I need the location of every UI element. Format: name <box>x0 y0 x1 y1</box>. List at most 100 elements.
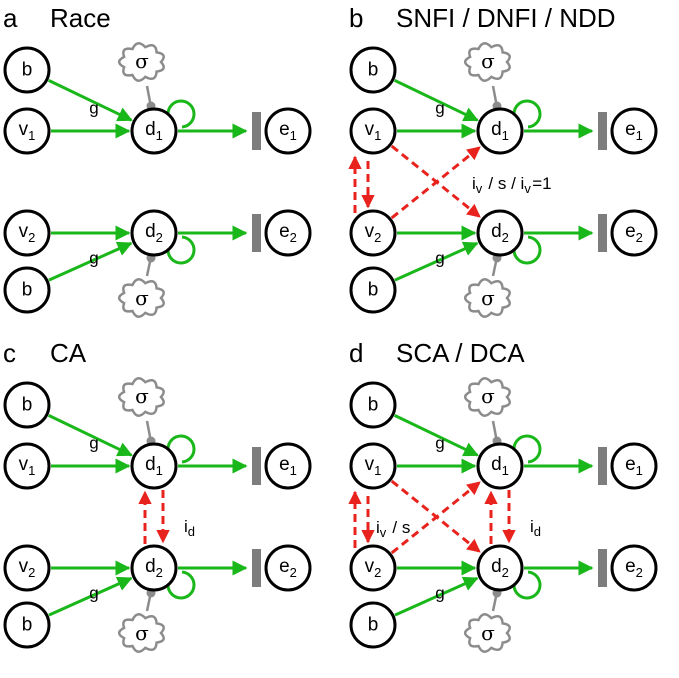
gain-label: g <box>435 99 444 118</box>
inhibition-label-d-i: i <box>184 517 188 536</box>
noise-cloud <box>117 278 165 318</box>
output-node-1-label: e1 <box>279 119 297 143</box>
gain-label: g <box>89 584 98 603</box>
noise-cloud <box>463 377 511 417</box>
threshold-bar <box>598 549 607 587</box>
output-node-2-label: e2 <box>279 556 297 580</box>
noise-cloud <box>117 377 165 417</box>
output-node-2-label: e2 <box>279 221 297 245</box>
noise-sigma-label: σ <box>135 384 149 408</box>
bias-to-d2-edge <box>48 576 133 617</box>
evidence-node-2-label-subscript: 2 <box>374 230 381 245</box>
output-node-2-label-subscript: 2 <box>636 230 643 245</box>
noise-sigma-label: σ <box>135 49 149 73</box>
output-node-1-label-subscript: 1 <box>636 128 643 143</box>
inhibition-label-v: iv / s / iv =1 <box>472 174 552 196</box>
output-node-1-label-base: e <box>279 454 290 475</box>
noise-cloud <box>463 42 511 82</box>
evidence-node-2-label-base: v <box>19 556 29 577</box>
inhibition-label-v-sub: v <box>380 525 387 540</box>
decision-node-1-label-subscript: 1 <box>156 128 163 143</box>
evidence-node-2-label-base: v <box>365 221 375 242</box>
decision-node-1-label: d1 <box>145 119 163 143</box>
inhibition-label-d-reset <box>195 517 196 536</box>
output-node-1-label-subscript: 1 <box>290 128 297 143</box>
bias-node-label: b <box>22 60 33 81</box>
output-node-2-label-base: e <box>625 221 636 242</box>
bias-to-d1-edge <box>393 414 479 457</box>
evidence-node-1-label: v1 <box>19 119 36 143</box>
decision-node-2-label: d2 <box>145 221 163 245</box>
panel-title: Race <box>50 3 111 33</box>
evidence-node-1-label-base: v <box>365 119 375 140</box>
decision-node-2-label: d2 <box>491 556 509 580</box>
panel-letter: a <box>3 3 18 33</box>
decision-node-2-label: d2 <box>491 221 509 245</box>
decision-node-1-label-subscript: 1 <box>502 128 509 143</box>
threshold-bar <box>598 112 607 150</box>
decision-node-2-label-base: d <box>491 556 502 577</box>
decision-node-2-label-subscript: 2 <box>502 230 509 245</box>
evidence-node-2 <box>349 544 397 592</box>
bias-to-d2-edge <box>48 241 133 282</box>
bias-node-label: b <box>22 280 33 301</box>
decision-node-2-label-subscript: 2 <box>502 565 509 580</box>
gain-label: g <box>435 434 444 453</box>
d2-self-excitation-loop <box>512 235 542 265</box>
evidence-node-1-label-base: v <box>19 454 29 475</box>
bias-to-d1-edge <box>47 414 133 457</box>
decision-node-2 <box>130 544 178 592</box>
bias-node-label: b <box>22 395 33 416</box>
decision-node-2-label-base: d <box>491 221 502 242</box>
output-node-2-label-base: e <box>279 221 290 242</box>
output-node-1 <box>264 107 312 155</box>
bias-node-bottom <box>3 601 51 649</box>
inhibition-label-v-text: / s <box>388 518 411 537</box>
decision-node-1-label-subscript: 1 <box>156 463 163 478</box>
gain-label: g <box>435 249 444 268</box>
threshold-bar <box>598 447 607 485</box>
d1-self-excitation-loop <box>512 434 542 464</box>
output-node-2 <box>264 544 312 592</box>
bias-node-top <box>349 381 397 429</box>
evidence-node-1-label-subscript: 1 <box>374 128 381 143</box>
bias-node-top <box>3 381 51 429</box>
evidence-node-2-label: v2 <box>365 556 382 580</box>
decision-node-2-label-subscript: 2 <box>156 230 163 245</box>
bias-node-label: b <box>368 615 379 636</box>
evidence-node-2 <box>349 209 397 257</box>
inhibition-label-d: id <box>530 517 542 539</box>
inhibition-label-v-i: i <box>472 174 476 193</box>
threshold-bar <box>252 549 261 587</box>
evidence-node-2-label-base: v <box>19 221 29 242</box>
evidence-node-1-label-subscript: 1 <box>28 463 35 478</box>
noise-sigma-label: σ <box>481 621 495 645</box>
d1-self-excitation-loop <box>512 99 542 129</box>
decision-node-1-label-base: d <box>491 119 502 140</box>
v2-to-d1-inhibition <box>390 481 481 555</box>
bias-node-top <box>349 46 397 94</box>
inhibition-label-v-sub: v <box>524 181 531 196</box>
panel-letter: c <box>3 338 16 368</box>
bias-node-top <box>3 46 51 94</box>
bias-node-label: b <box>22 615 33 636</box>
output-node-1-label-subscript: 1 <box>636 463 643 478</box>
evidence-node-1-label: v1 <box>365 454 382 478</box>
decision-node-2 <box>476 544 524 592</box>
output-node-1 <box>610 107 658 155</box>
evidence-node-1-label-subscript: 1 <box>28 128 35 143</box>
evidence-node-2-label-subscript: 2 <box>374 565 381 580</box>
evidence-node-1 <box>349 107 397 155</box>
decision-node-1 <box>130 442 178 490</box>
noise-sigma-label: σ <box>135 621 149 645</box>
output-node-1-label: e1 <box>625 119 643 143</box>
output-node-2-label: e2 <box>625 556 643 580</box>
inhibition-label-v-sub: v <box>476 181 483 196</box>
evidence-node-2-label-subscript: 2 <box>28 565 35 580</box>
noise-cloud <box>117 42 165 82</box>
bias-node-label: b <box>368 395 379 416</box>
